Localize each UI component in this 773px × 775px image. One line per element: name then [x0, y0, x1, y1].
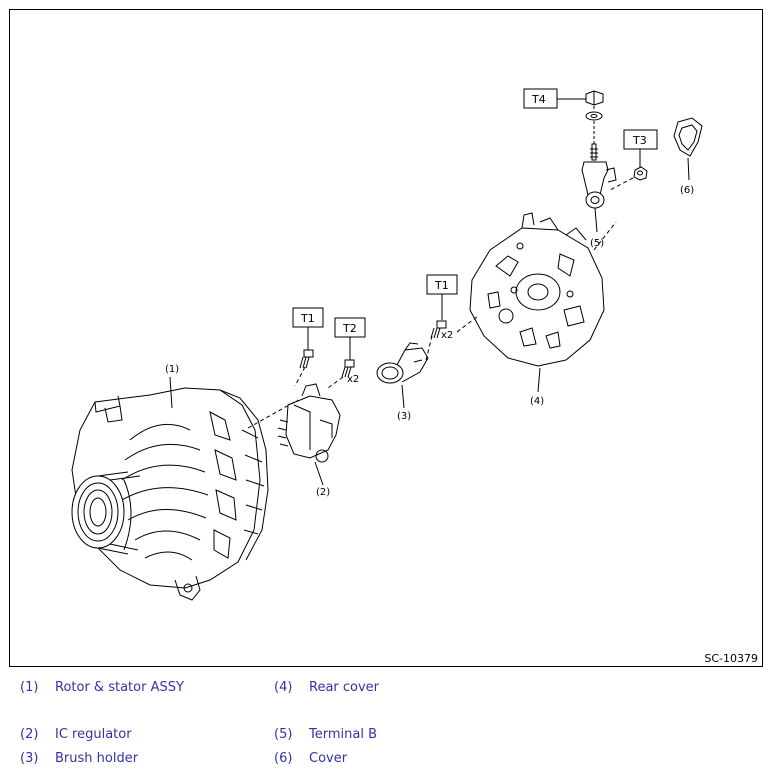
rear-cover-illustration — [469, 212, 605, 367]
legend-number: (6) — [274, 751, 293, 766]
torque-tag-t2: T2 — [342, 322, 357, 335]
screw-icon — [341, 359, 355, 378]
legend-number: (1) — [20, 680, 39, 695]
diagram-frame: (1) (2) T1 T2 x — [9, 9, 763, 667]
callout-1: (1) — [165, 364, 179, 375]
legend-label: Cover — [309, 751, 348, 766]
parts-legend: (1) Rotor & stator ASSY (4) Rear cover (2)… — [0, 676, 773, 775]
legend-label: Terminal B — [309, 727, 377, 742]
brush-holder-illustration — [376, 342, 429, 384]
legend-item: (3) Brush holder — [20, 751, 138, 766]
legend-item: (4) Rear cover — [274, 680, 379, 695]
legend-number: (2) — [20, 727, 39, 742]
legend-label: Rear cover — [309, 680, 380, 695]
callout-6: (6) — [680, 185, 694, 196]
legend-label: IC regulator — [55, 727, 132, 742]
legend-number: (5) — [274, 727, 293, 742]
quantity-label: x2 — [441, 330, 453, 341]
nut-icon — [585, 90, 604, 106]
legend-number: (3) — [20, 751, 39, 766]
reference-code: SC-10379 — [704, 652, 758, 665]
washer-icon — [585, 111, 603, 121]
legend-label: Brush holder — [55, 751, 139, 766]
torque-tag-t1-left: T1 — [300, 312, 315, 325]
screw-icon — [299, 349, 314, 369]
callout-4: (4) — [530, 396, 544, 407]
rotor-stator-assy-illustration — [71, 387, 269, 601]
callout-5: (5) — [590, 238, 604, 249]
cover-illustration — [673, 117, 703, 157]
terminal-b-illustration — [581, 143, 617, 209]
legend-item: (6) Cover — [274, 751, 347, 766]
ic-regulator-illustration — [277, 383, 341, 463]
callout-3: (3) — [397, 411, 411, 422]
legend-item: (5) Terminal B — [274, 727, 377, 742]
legend-item: (2) IC regulator — [20, 727, 132, 742]
nut-icon — [633, 166, 648, 181]
torque-tag-t1-right: T1 — [434, 279, 449, 292]
screw-icon — [430, 320, 447, 339]
callout-2: (2) — [316, 487, 330, 498]
quantity-label: x2 — [347, 374, 359, 385]
torque-tag-t4: T4 — [531, 93, 546, 106]
exploded-view-diagram: (1) (2) T1 T2 x — [71, 88, 703, 601]
legend-label: Rotor & stator ASSY — [55, 680, 184, 695]
legend-number: (4) — [274, 680, 293, 695]
torque-tag-t3: T3 — [632, 134, 647, 147]
legend-item: (1) Rotor & stator ASSY — [20, 680, 184, 695]
